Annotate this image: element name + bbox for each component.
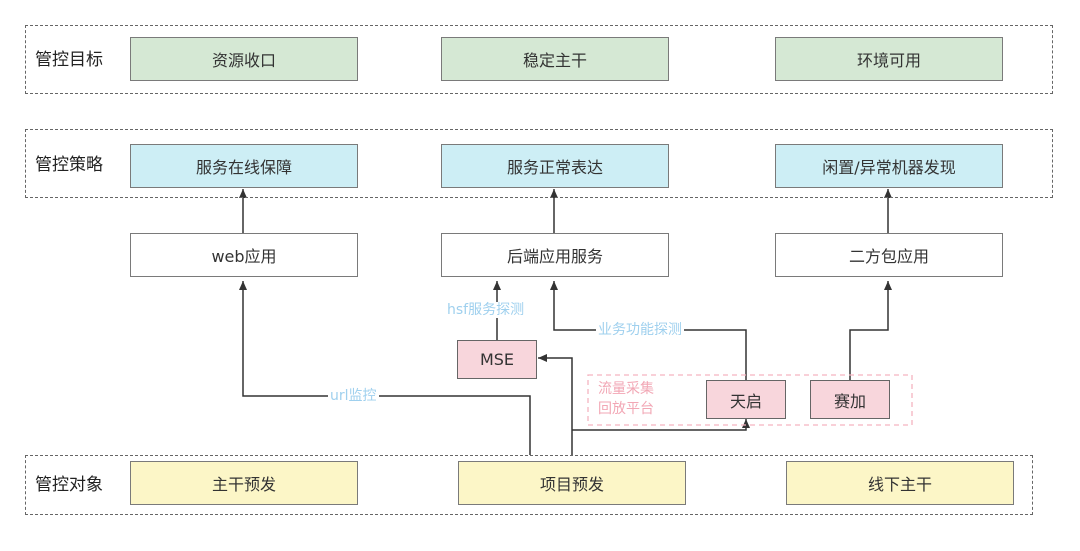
- app-web: web应用: [130, 233, 358, 277]
- tool-saijia: 赛加: [810, 380, 890, 419]
- edge-label-url-monitor: url监控: [328, 388, 379, 404]
- goal-env-available: 环境可用: [775, 37, 1003, 81]
- strategy-idle-detect: 闲置/异常机器发现: [775, 144, 1003, 188]
- traffic-replay-group: [587, 374, 913, 426]
- edge-label-hsf-probe: hsf服务探测: [447, 302, 525, 318]
- traffic-group-line2: 回放平台: [598, 401, 654, 417]
- object-row: [25, 455, 1033, 515]
- goal-row-label: 管控目标: [35, 50, 103, 70]
- strategy-online: 服务在线保障: [130, 144, 358, 188]
- app-second-party-lib: 二方包应用: [775, 233, 1003, 277]
- object-row-label: 管控对象: [35, 475, 103, 495]
- tool-tianqi: 天启: [706, 380, 786, 419]
- object-trunk-pre: 主干预发: [130, 461, 358, 505]
- edge-project-to-mse: [538, 354, 573, 455]
- strategy-expression: 服务正常表达: [441, 144, 669, 188]
- edge-url-monitor: [239, 281, 531, 455]
- edge-label-biz-probe: 业务功能探测: [596, 322, 684, 338]
- strategy-row: [25, 129, 1053, 198]
- strategy-row-label: 管控策略: [35, 155, 103, 175]
- edge-saijia-to-lib: [849, 281, 892, 380]
- object-project-pre: 项目预发: [458, 461, 686, 505]
- goal-row: [25, 25, 1053, 94]
- goal-resource: 资源收口: [130, 37, 358, 81]
- tool-mse: MSE: [457, 340, 537, 379]
- app-backend: 后端应用服务: [441, 233, 669, 277]
- object-offline-trunk: 线下主干: [786, 461, 1014, 505]
- edge-project-to-tianqi: [572, 419, 750, 431]
- traffic-group-line1: 流量采集: [598, 381, 654, 397]
- goal-stable-trunk: 稳定主干: [441, 37, 669, 81]
